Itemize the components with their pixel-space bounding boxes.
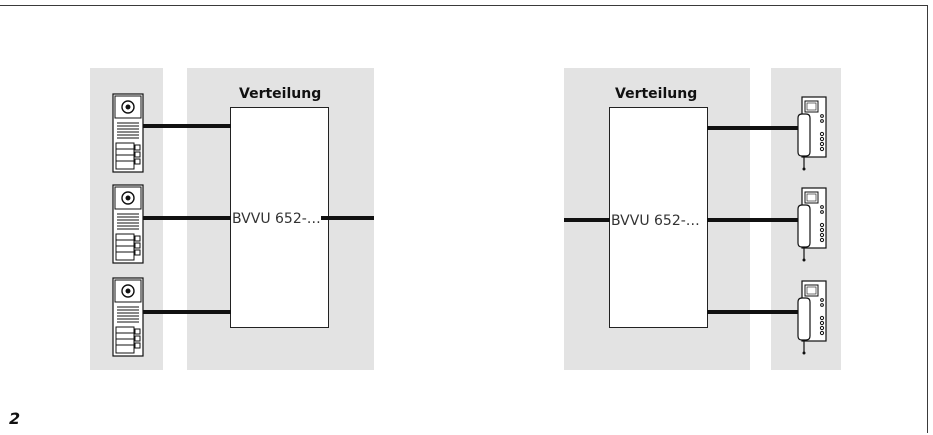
right-distribution-label: Verteilung [615,86,698,102]
left-line-1 [143,124,231,128]
left-line-3 [143,310,231,314]
figure-number: 2 [9,409,21,428]
video-handset-icon [797,96,827,171]
right-line-2 [707,218,800,222]
right-line-1 [707,126,800,130]
video-handset-icon [797,187,827,262]
left-distribution-label: Verteilung [239,86,322,102]
right-line-3 [707,310,800,314]
door-station-icon [112,277,144,357]
door-station-icon [112,184,144,264]
left-bvvu-label: BVVU 652-… [232,211,321,227]
figure-frame [0,5,928,433]
door-station-icon [112,93,144,173]
left-line-out [290,216,374,220]
right-line-in [564,218,610,222]
right-bvvu-label: BVVU 652-… [611,213,700,229]
left-line-2 [143,216,231,220]
video-handset-icon [797,280,827,355]
